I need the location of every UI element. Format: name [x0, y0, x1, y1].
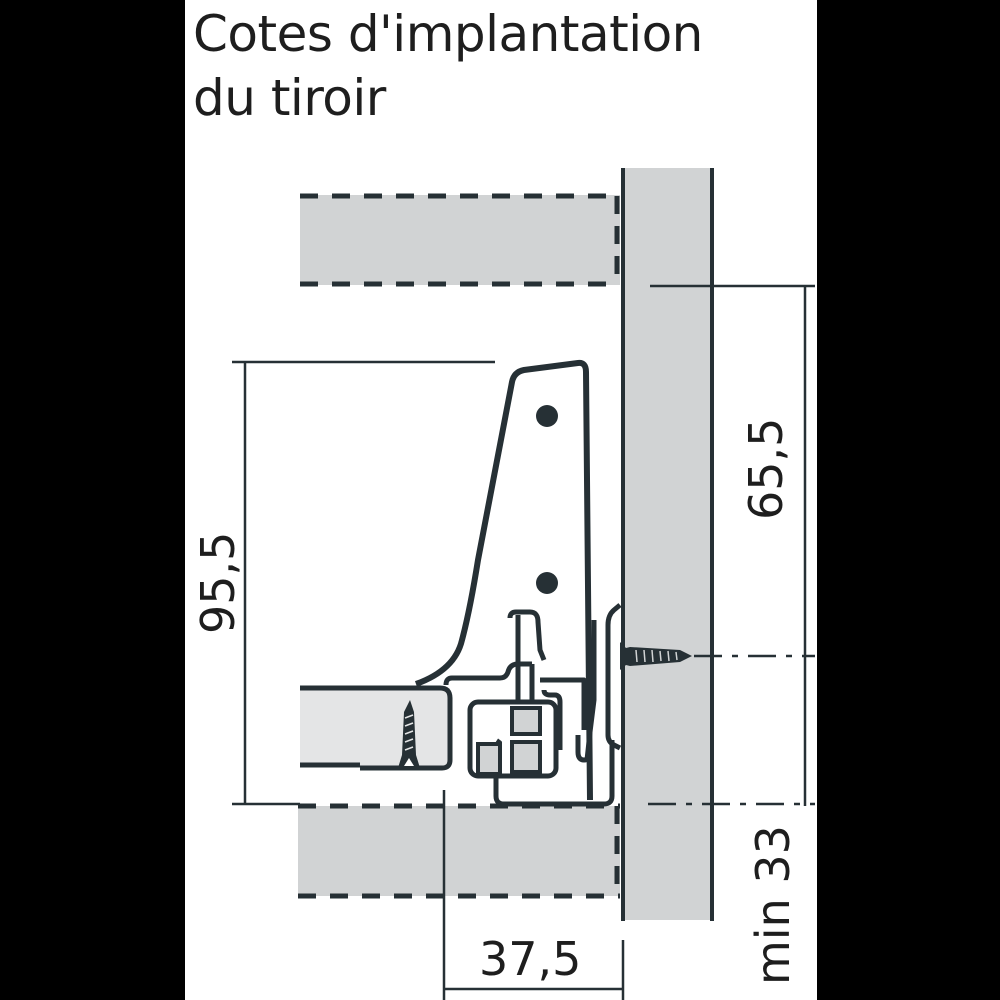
dimension-label-height-total: 95,5 [191, 532, 245, 634]
wall-screw-icon [620, 642, 692, 670]
drawer-installation-drawing: 95,5 65,5 min 33 37,5 [191, 168, 815, 1000]
dimension-37-5 [442, 790, 625, 1000]
lower-shelf-dashed [298, 803, 620, 899]
dimension-65-5 [650, 284, 815, 806]
drawer-front-bracket [414, 359, 593, 801]
runner-mechanism [443, 603, 622, 807]
title-line-1: Cotes d'implantation [193, 5, 703, 63]
drawer-side-rail [300, 685, 453, 771]
runner-blocks [476, 706, 542, 776]
diagram-title: Cotes d'implantation du tiroir [193, 2, 703, 130]
upper-shelf-dashed [300, 193, 620, 287]
center-lines [648, 654, 815, 806]
dimension-label-width-offset: 37,5 [479, 932, 581, 986]
dimension-label-height-upper: 65,5 [739, 418, 793, 520]
dimension-95-5 [232, 360, 495, 806]
drawer-screw-icon [398, 700, 420, 768]
dimension-label-height-lower-min: min 33 [746, 825, 800, 985]
diagram-panel: Cotes d'implantation du tiroir [185, 0, 817, 1000]
title-line-2: du tiroir [193, 69, 386, 127]
cabinet-side-panel [621, 168, 714, 921]
